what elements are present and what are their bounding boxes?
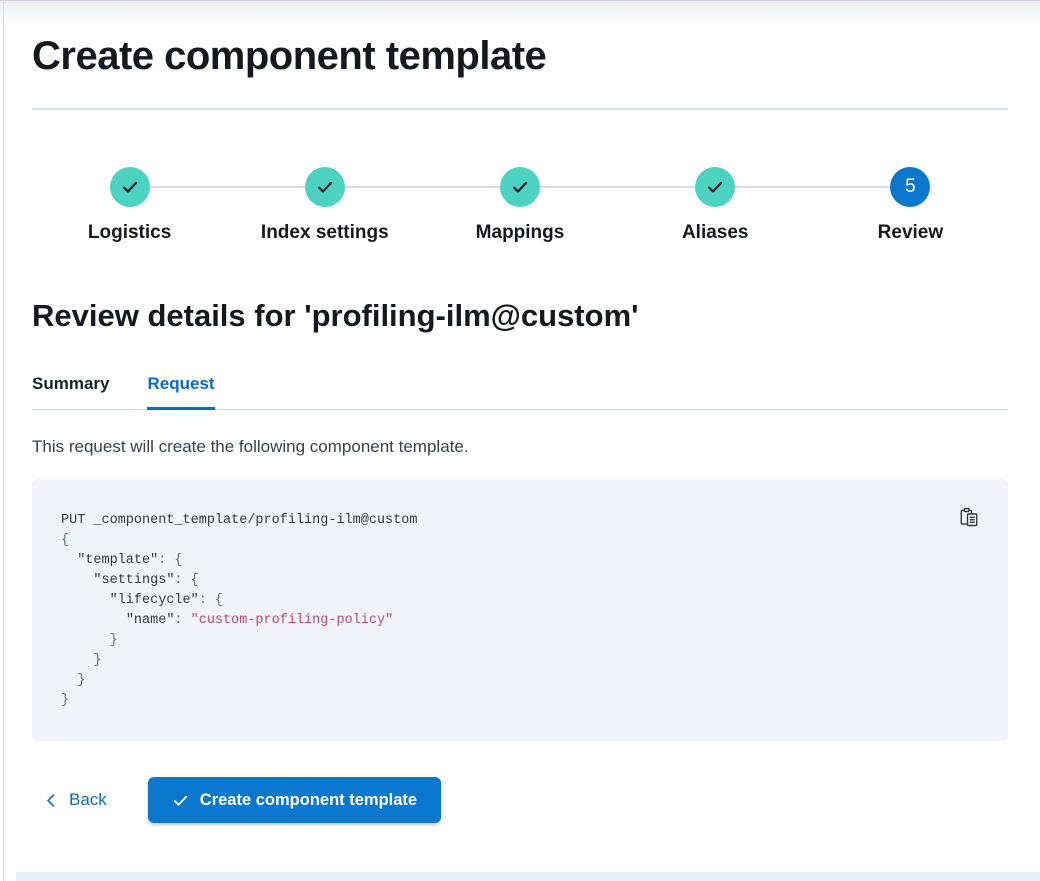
step-label: Index settings xyxy=(260,222,389,243)
copy-clipboard-icon xyxy=(959,507,979,530)
create-component-template-button[interactable]: Create component template xyxy=(147,777,442,823)
wizard-footer: Back Create component template xyxy=(32,777,1008,823)
next-panel-edge xyxy=(16,872,1040,881)
step-label: Logistics xyxy=(87,222,172,243)
check-icon xyxy=(172,792,189,809)
back-button[interactable]: Back xyxy=(44,790,107,810)
step-label: Aliases xyxy=(681,222,749,243)
page-content: Create component template Logistics Index… xyxy=(32,34,1008,823)
request-code: PUT _component_template/profiling-ilm@cu… xyxy=(61,513,418,708)
step-index-settings[interactable]: Index settings xyxy=(227,167,422,244)
title-divider xyxy=(32,108,1008,110)
back-button-label: Back xyxy=(69,790,107,809)
tab-bar: Summary Request xyxy=(32,374,1008,410)
review-heading: Review details for 'profiling-ilm@custom… xyxy=(32,298,639,333)
create-button-label: Create component template xyxy=(199,790,418,809)
step-number-badge: 5 xyxy=(890,167,931,207)
left-edge-border xyxy=(3,0,4,881)
copy-to-clipboard-button[interactable] xyxy=(957,505,981,529)
request-description: This request will create the following c… xyxy=(32,437,469,456)
step-mappings[interactable]: Mappings xyxy=(422,167,617,244)
request-code-block: PUT _component_template/profiling-ilm@cu… xyxy=(32,479,1008,741)
tab-summary[interactable]: Summary xyxy=(32,374,110,393)
step-complete-check-icon xyxy=(695,167,736,207)
step-label: Review xyxy=(877,222,944,243)
step-label: Mappings xyxy=(475,222,565,243)
page-title: Create component template xyxy=(32,34,547,78)
step-aliases[interactable]: Aliases xyxy=(618,167,813,244)
tab-request[interactable]: Request xyxy=(147,374,215,410)
chevron-left-icon xyxy=(44,793,59,808)
step-complete-check-icon xyxy=(109,167,150,207)
step-complete-check-icon xyxy=(304,167,345,207)
top-edge-border xyxy=(0,0,1040,1)
step-complete-check-icon xyxy=(500,167,540,207)
step-logistics[interactable]: Logistics xyxy=(32,167,227,244)
